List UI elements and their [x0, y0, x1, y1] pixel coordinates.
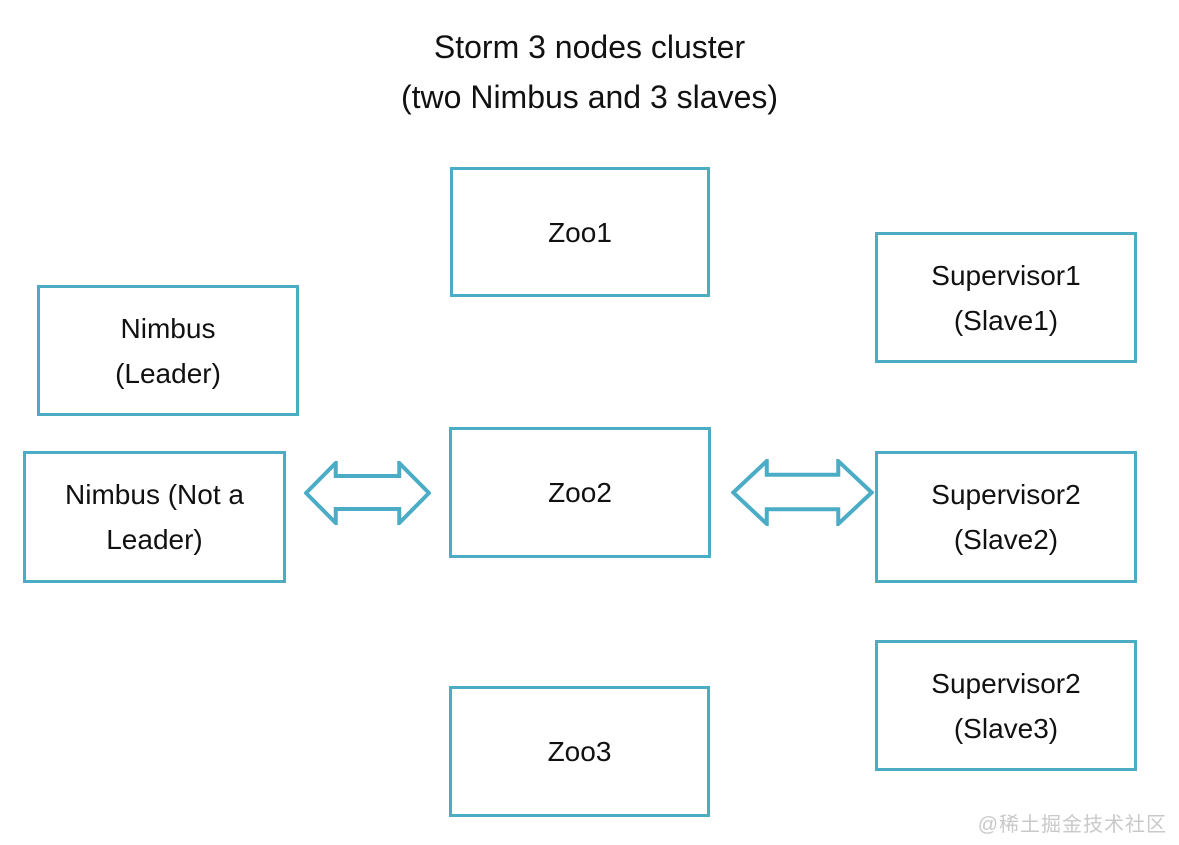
diagram-title: Storm 3 nodes cluster (two Nimbus and 3 …: [400, 29, 779, 115]
node-zoo2-label: Zoo2: [548, 477, 612, 508]
node-nimbus-not-leader-label: Nimbus (Not a Leader): [65, 479, 244, 555]
node-supervisor3-label: Supervisor2 (Slave3): [931, 667, 1081, 744]
node-supervisor2-label: Supervisor2 (Slave2): [931, 479, 1081, 555]
node-nimbus-leader: Nimbus (Leader): [37, 285, 299, 416]
node-zoo1: Zoo1: [450, 167, 710, 297]
double-arrow-icon-left: [304, 461, 431, 525]
node-nimbus-not-leader: Nimbus (Not a Leader): [23, 451, 286, 583]
watermark-text: @稀土掘金技术社区: [977, 814, 1167, 836]
node-zoo3: Zoo3: [449, 686, 710, 817]
node-nimbus-leader-label: Nimbus (Leader): [115, 312, 221, 389]
node-supervisor1: Supervisor1 (Slave1): [875, 232, 1137, 363]
double-arrow-icon-right: [731, 459, 874, 526]
node-zoo3-label: Zoo3: [547, 736, 612, 767]
node-supervisor3: Supervisor2 (Slave3): [875, 640, 1137, 771]
node-supervisor2: Supervisor2 (Slave2): [875, 451, 1137, 583]
node-zoo1-label: Zoo1: [548, 216, 612, 248]
node-supervisor1-label: Supervisor1 (Slave1): [931, 259, 1081, 336]
node-zoo2: Zoo2: [449, 427, 711, 558]
